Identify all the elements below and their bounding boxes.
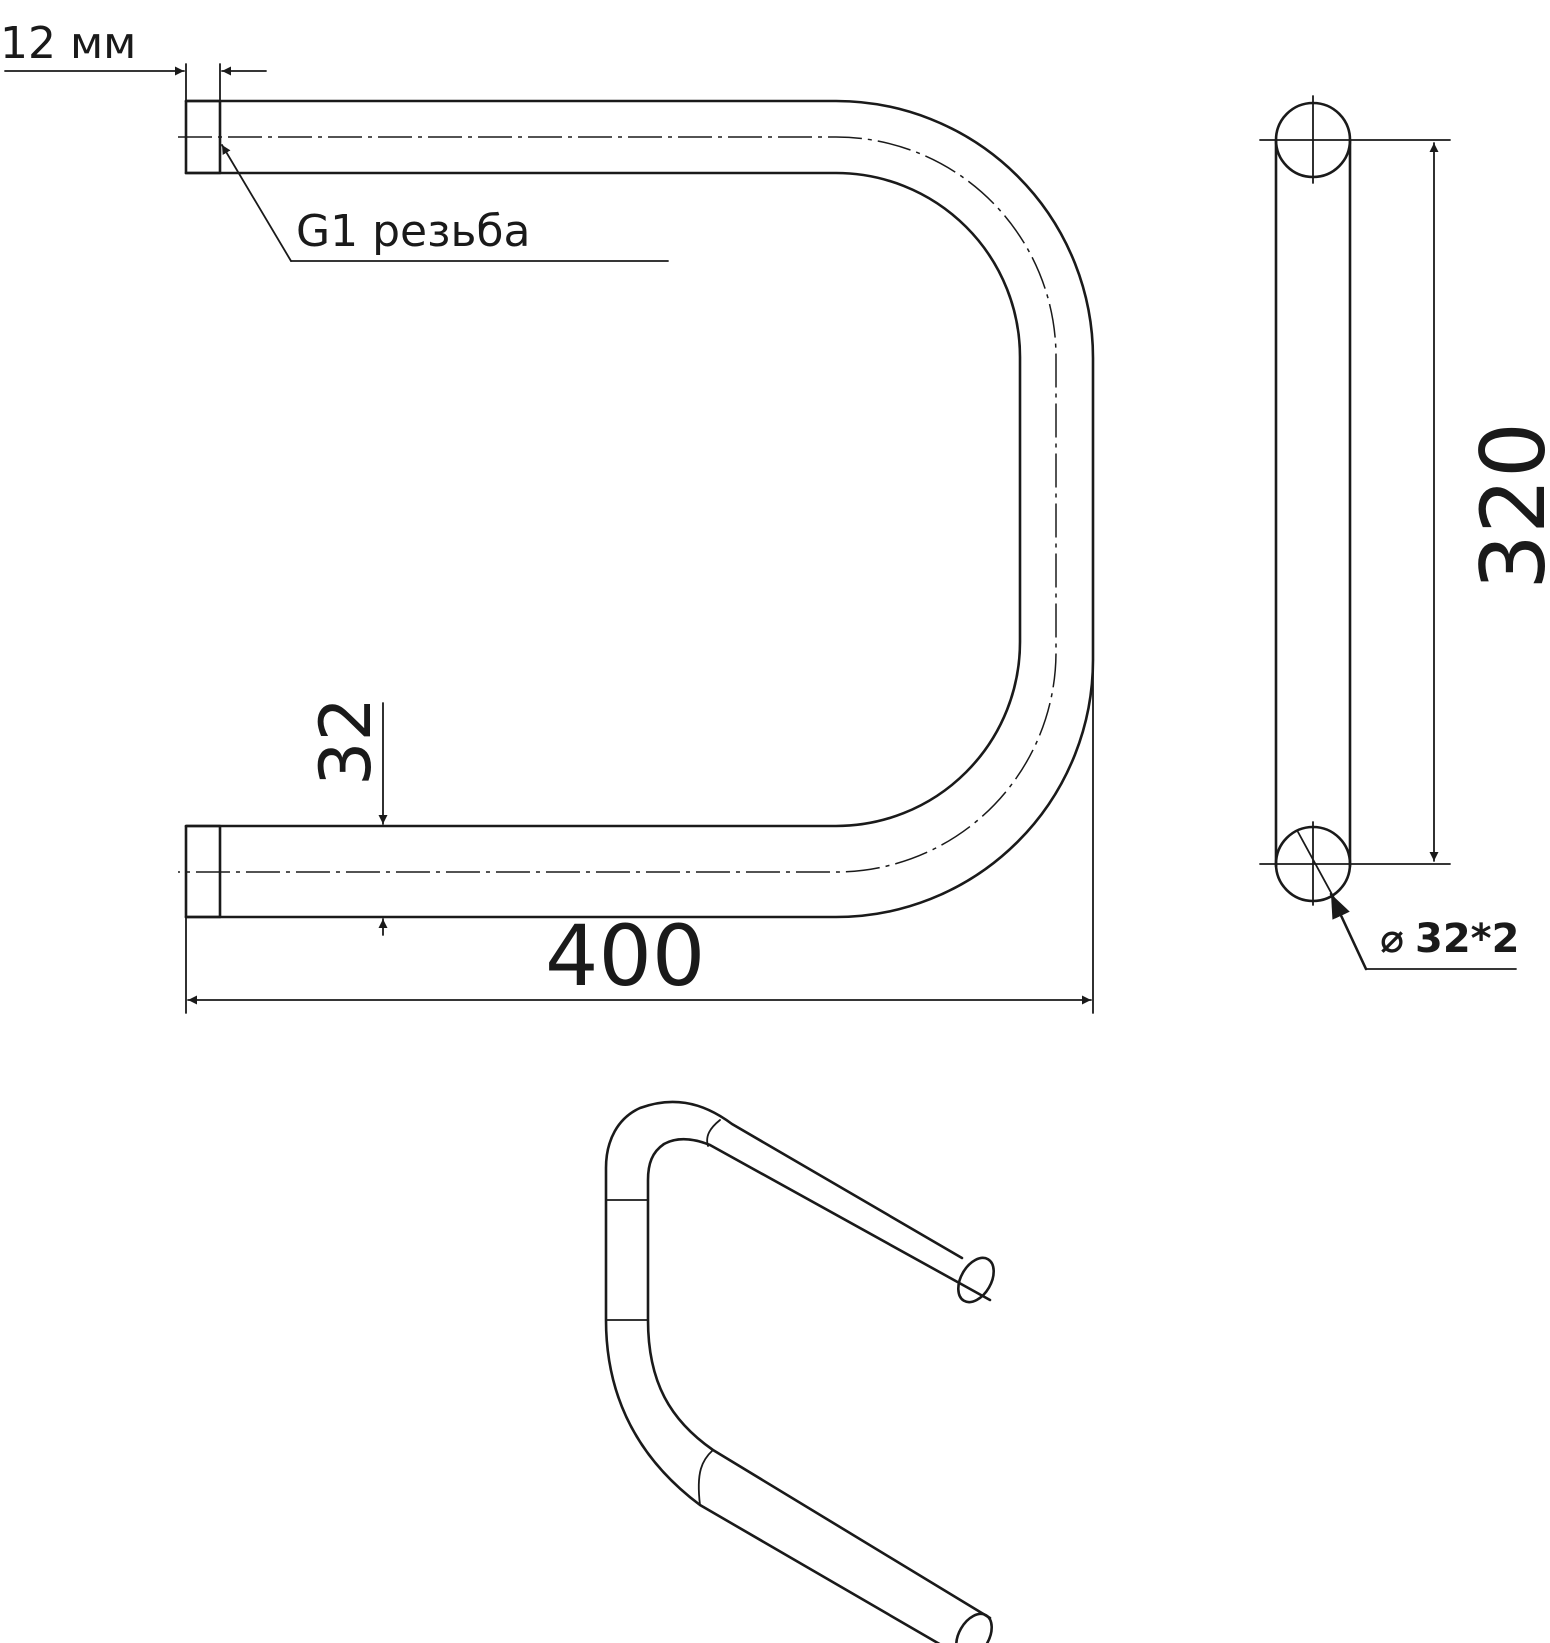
thread-note: G1 резьба (221, 144, 669, 262)
thread-length-label: 12 мм (0, 18, 136, 69)
overall-width-label: 400 (545, 907, 705, 1005)
dimension-overall-height: 320 (1429, 142, 1550, 862)
thread-end-top (184, 99, 222, 175)
dimension-pipe-diameter: 32 (305, 697, 388, 936)
side-view (1259, 95, 1451, 906)
dimension-thread-length: 12 мм (0, 18, 267, 102)
pipe-inner-contour (184, 171, 1022, 828)
thread-note-label: G1 резьба (296, 206, 531, 257)
iso-inner-contour (646, 1137, 992, 1620)
overall-height-label: 320 (1462, 422, 1550, 590)
thread-end-bottom (184, 824, 222, 919)
pipe-spec-symbol: ⌀ (1380, 916, 1404, 962)
pipe-centerline (178, 136, 1057, 873)
isometric-view (604, 1100, 995, 1643)
pipe-spec-note: ⌀ 32*2 (1329, 892, 1519, 971)
iso-pipe-end-top (957, 1256, 995, 1304)
dimension-overall-width: 400 (185, 659, 1094, 1014)
pipe-outer-contour (184, 99, 1095, 919)
iso-outer-contour (604, 1100, 964, 1643)
pipe-spec-label: 32*2 (1415, 916, 1519, 962)
front-view (178, 99, 1095, 919)
pipe-diameter-label: 32 (305, 697, 387, 786)
iso-pipe-end-bottom (955, 1612, 993, 1643)
